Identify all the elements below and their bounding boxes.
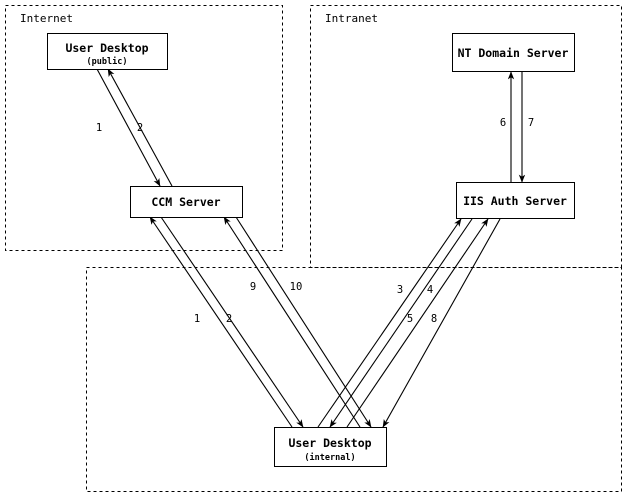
node-iis-auth-server-label: IIS Auth Server <box>463 194 567 208</box>
node-user-desktop-public-label: User Desktop <box>65 41 148 55</box>
step-label-2-internal: 2 <box>226 313 232 325</box>
zone-boundaries <box>5 5 622 492</box>
node-user-desktop-public[interactable]: User Desktop (public) <box>46 32 169 71</box>
zone-internal-lan-boundary <box>86 267 622 492</box>
step-label-6-domain: 6 <box>500 117 506 129</box>
flow-line-5-internal-to-iis <box>346 218 489 428</box>
node-iis-auth-server[interactable]: IIS Auth Server <box>455 181 576 220</box>
step-labels: 1 2 1 2 9 10 3 4 5 8 6 7 <box>96 117 534 325</box>
node-user-desktop-internal-label: User Desktop <box>288 436 371 450</box>
node-boxes: User Desktop (public) CCM Server NT Doma… <box>46 32 576 468</box>
node-nt-domain-server-box[interactable] <box>451 32 576 73</box>
flow-line-2b-ccm-to-internal <box>160 216 304 428</box>
node-ccm-server[interactable]: CCM Server <box>129 185 244 219</box>
flow-line-10-ccm-to-internal <box>235 216 372 428</box>
step-label-10-internal: 10 <box>290 281 303 293</box>
flow-line-9-internal-to-ccm <box>223 216 361 428</box>
node-user-desktop-internal-box[interactable] <box>273 426 388 468</box>
step-label-7-domain: 7 <box>528 117 534 129</box>
step-label-8-auth: 8 <box>431 313 437 325</box>
flow-line-3-internal-to-iis <box>317 218 462 428</box>
step-label-9-internal: 9 <box>250 281 256 293</box>
step-label-4-auth: 4 <box>427 284 433 296</box>
step-label-1-public: 1 <box>96 122 102 134</box>
flow-line-1b-internal-to-ccm <box>149 216 293 428</box>
node-nt-domain-server-label: NT Domain Server <box>458 46 569 60</box>
node-ccm-server-label: CCM Server <box>151 195 220 209</box>
step-label-3-auth: 3 <box>397 284 403 296</box>
node-user-desktop-public-sublabel: (public) <box>87 56 128 67</box>
flow-line-8-iis-to-internal <box>382 218 501 428</box>
node-user-desktop-public-box[interactable] <box>46 32 169 71</box>
node-user-desktop-internal-sublabel: (internal) <box>304 452 355 463</box>
step-label-5-auth: 5 <box>407 313 413 325</box>
flow-lines <box>96 68 526 428</box>
node-user-desktop-internal[interactable]: User Desktop (internal) <box>273 426 388 468</box>
step-label-2-public: 2 <box>137 122 143 134</box>
zone-label-intranet: Intranet <box>325 12 378 25</box>
zone-internet-boundary <box>5 5 283 251</box>
node-ccm-server-box[interactable] <box>129 185 244 219</box>
step-label-1-internal: 1 <box>194 313 200 325</box>
flow-line-2-ccm-to-public <box>107 68 173 187</box>
node-nt-domain-server[interactable]: NT Domain Server <box>451 32 576 73</box>
zone-label-internet: Internet <box>20 12 73 25</box>
flow-line-1-public-to-ccm <box>96 68 161 187</box>
node-iis-auth-server-box[interactable] <box>455 181 576 220</box>
flow-line-4-iis-to-internal <box>329 218 473 428</box>
